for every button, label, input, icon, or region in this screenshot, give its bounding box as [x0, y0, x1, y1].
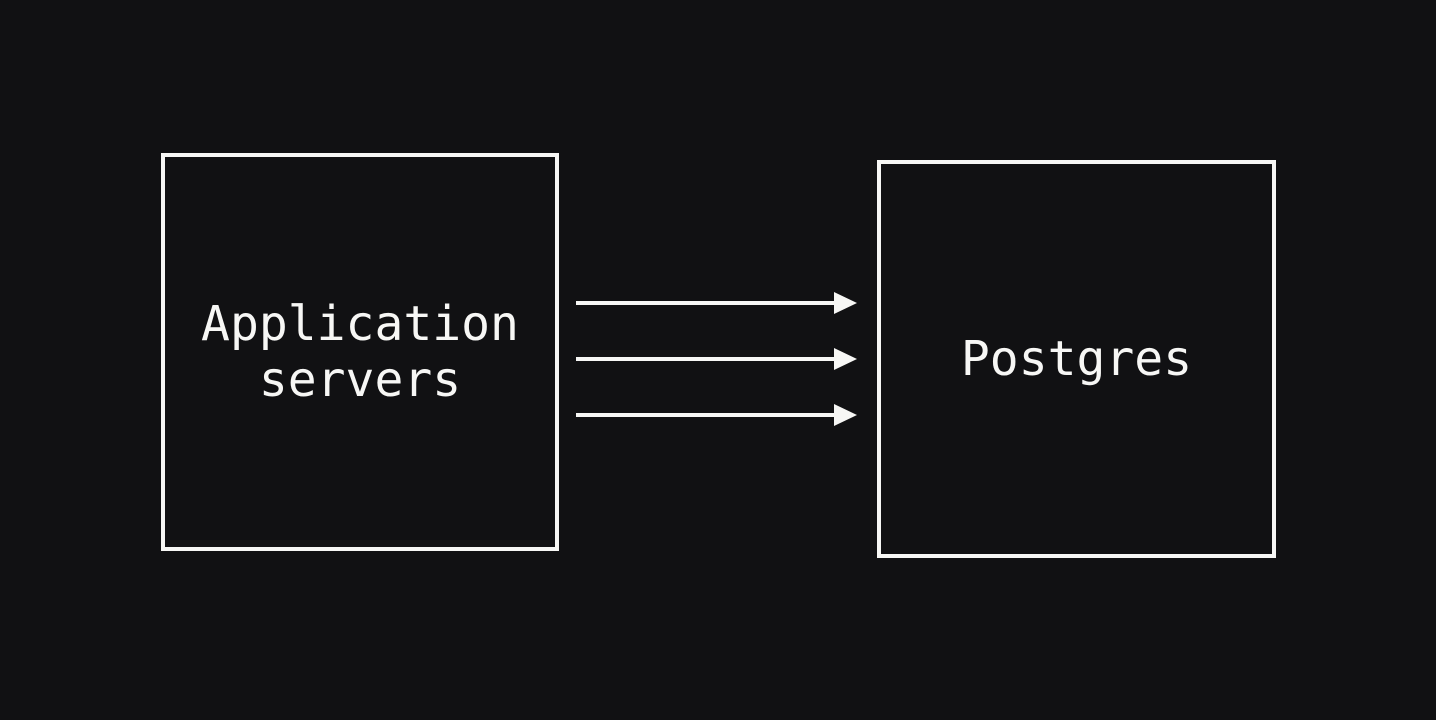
node-application-servers-label: Application servers	[201, 296, 519, 408]
node-application-servers: Application servers	[161, 153, 559, 551]
connection-arrows-layer	[576, 292, 857, 426]
arrow-connection-3	[576, 404, 857, 426]
arrow-connection-1	[576, 292, 857, 314]
arrowhead-icon	[834, 404, 857, 426]
arrow-connection-2	[576, 348, 857, 370]
node-postgres-label: Postgres	[960, 331, 1193, 387]
arrowhead-icon	[834, 348, 857, 370]
arrowhead-icon	[834, 292, 857, 314]
node-postgres: Postgres	[877, 160, 1276, 558]
